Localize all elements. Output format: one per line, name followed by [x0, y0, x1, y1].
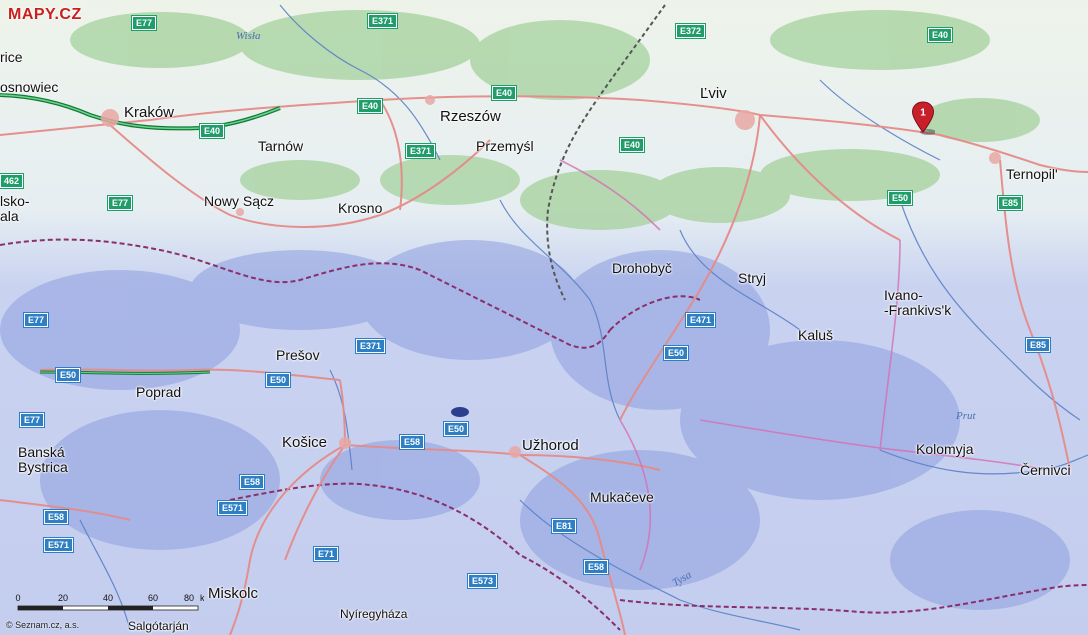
road-shield: E50: [662, 345, 690, 361]
city-label-nyiregyhaza: Nyíregyháza: [340, 607, 408, 621]
road-shield: E573: [466, 573, 499, 589]
road-shield: E58: [238, 474, 266, 490]
city-label-poprad: Poprad: [136, 384, 182, 400]
road-shield: E77: [106, 195, 134, 211]
road-shield: E40: [356, 98, 384, 114]
city-label-krosno: Krosno: [338, 200, 383, 216]
city-label-salgotarjan: Salgótarján: [128, 619, 189, 633]
road-shield: E85: [996, 195, 1024, 211]
road-shield: E40: [198, 123, 226, 139]
road-shield: E77: [18, 412, 46, 428]
road-network: [0, 95, 1088, 635]
road-shield: E77: [130, 15, 158, 31]
city-label-kalus: Kaluš: [798, 327, 834, 343]
city-label-banska-bystrica: Banská Bystrica: [18, 444, 68, 475]
country-borders: [0, 238, 1088, 631]
city-label-lisko: lsko- ala: [0, 193, 30, 224]
road-shield: E571: [216, 500, 249, 516]
road-shield: E371: [366, 13, 399, 29]
road-shield: E58: [582, 559, 610, 575]
road-shield: E50: [886, 190, 914, 206]
secondary-roads: [559, 159, 1051, 571]
city-label-stryj: Stryj: [738, 270, 766, 286]
road-shield: E71: [312, 546, 340, 562]
city-label-presov: Prešov: [276, 347, 320, 363]
location-pin-icon[interactable]: 1: [911, 101, 935, 137]
city-label-ivano-frankivsk: Ivano- -Frankivs'k: [884, 287, 952, 318]
copyright-notice: © Seznam.cz, a.s.: [6, 620, 80, 630]
scale-tick-label: 0: [15, 593, 20, 603]
road-shield: E40: [926, 27, 954, 43]
city-label-sosnowiec: osnowiec: [0, 79, 59, 95]
river-label-prut: Prut: [956, 410, 976, 422]
road-shield: E40: [618, 137, 646, 153]
mountain-areas: [0, 240, 1070, 610]
road-shield: E471: [684, 312, 717, 328]
river-label-wisla: Wisła: [236, 30, 261, 42]
road-shield: E77: [22, 312, 50, 328]
scale-tick-label: 40: [103, 593, 113, 603]
city-label-rzeszow: Rzeszów: [440, 108, 501, 125]
city-label-ternopil: Ternopil': [1006, 166, 1058, 182]
scale-tick-label: 60: [148, 593, 158, 603]
road-shield: E371: [404, 143, 437, 159]
city-label-cernivci: Černivci: [1020, 462, 1071, 478]
city-label-tarnow: Tarnów: [258, 138, 304, 154]
scale-unit-label: km: [200, 593, 204, 603]
lake: [451, 407, 469, 417]
city-label-nowy-sacz: Nowy Sącz: [204, 193, 275, 209]
road-shield: E58: [398, 434, 426, 450]
road-shield: E371: [354, 338, 387, 354]
city-label-krakow: Kraków: [124, 104, 175, 121]
city-label-kolomyja: Kolomyja: [916, 441, 974, 457]
road-shield: E50: [54, 367, 82, 383]
road-shield: 462: [0, 173, 25, 189]
city-label-przemysl: Przemyśl: [476, 138, 534, 154]
location-pin-label: 1: [920, 108, 926, 119]
city-label-mukaceve: Mukačeve: [590, 489, 654, 505]
city-label-rice: rice: [0, 49, 23, 65]
road-shield: E40: [490, 85, 518, 101]
road-shield: E81: [550, 518, 578, 534]
scale-bar: 0 20 40 60 80 km: [15, 593, 204, 611]
city-label-miskolc: Miskolc: [208, 585, 259, 602]
road-shield: E372: [674, 23, 707, 39]
road-shield: E50: [442, 421, 470, 437]
city-label-uzhorod: Užhorod: [522, 437, 579, 454]
city-label-lviv: Ľviv: [700, 85, 727, 102]
city-label-kosice: Košice: [282, 434, 328, 451]
city-label-drohobyc: Drohobyč: [612, 260, 672, 276]
road-shield: E58: [42, 509, 70, 525]
scale-tick-label: 20: [58, 593, 68, 603]
mapy-cz-logo[interactable]: MAPY.CZ: [8, 6, 82, 23]
city-areas: [101, 95, 1001, 458]
road-shield: E571: [42, 537, 75, 553]
road-shield: E85: [1024, 337, 1052, 353]
road-shield: E50: [264, 372, 292, 388]
scale-tick-label: 80: [184, 593, 194, 603]
